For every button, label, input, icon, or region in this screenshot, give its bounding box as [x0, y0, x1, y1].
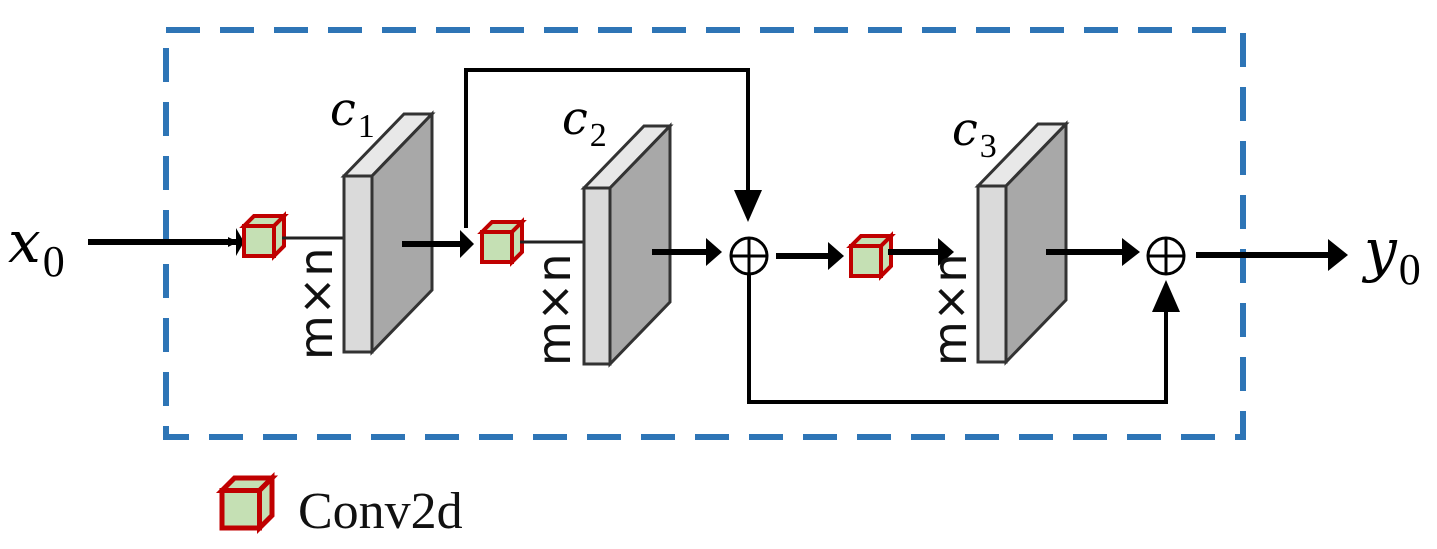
conv2d-cube-1 — [242, 214, 286, 258]
arrowhead-c3-to-sum2 — [1122, 238, 1140, 266]
arrowhead-conv3-to-c3 — [938, 238, 954, 266]
skip-connection-1-arrowhead — [734, 190, 762, 222]
skip-connection-1 — [464, 68, 750, 228]
feature-plate-c1 — [340, 110, 436, 356]
skip-connection-2 — [747, 274, 1168, 404]
layer-label-c2: c2 — [562, 91, 607, 154]
arrowhead-c1-to-conv2 — [460, 230, 474, 258]
layer-label-c1: c1 — [330, 82, 375, 145]
layer-label-c3: c3 — [952, 102, 997, 165]
conv2d-cube-3 — [849, 234, 893, 278]
size-label-c3: m×n — [923, 253, 977, 366]
input-arrowhead — [236, 228, 244, 256]
arrowhead-sum1-to-conv3 — [828, 242, 844, 270]
legend-label: Conv2d — [298, 483, 463, 540]
sum-node-2 — [1146, 236, 1186, 276]
residual-block-boundary — [163, 27, 1246, 440]
size-label-c2: m×n — [527, 253, 581, 366]
legend-conv2d-cube-icon — [222, 478, 272, 528]
skip-connection-2-arrowhead — [1152, 280, 1180, 312]
output-label: y0 — [1361, 216, 1421, 294]
feature-plate-c2 — [580, 122, 674, 368]
size-label-c1: m×n — [289, 247, 343, 360]
feature-plate-c3 — [974, 120, 1070, 366]
legend: Conv2d — [222, 478, 463, 540]
sum-node-1 — [729, 236, 769, 276]
output-arrowhead — [1328, 239, 1348, 271]
input-label: x0 — [8, 208, 65, 286]
arrowhead-c2-to-sum1 — [706, 238, 722, 266]
conv2d-cube-2 — [480, 220, 524, 264]
